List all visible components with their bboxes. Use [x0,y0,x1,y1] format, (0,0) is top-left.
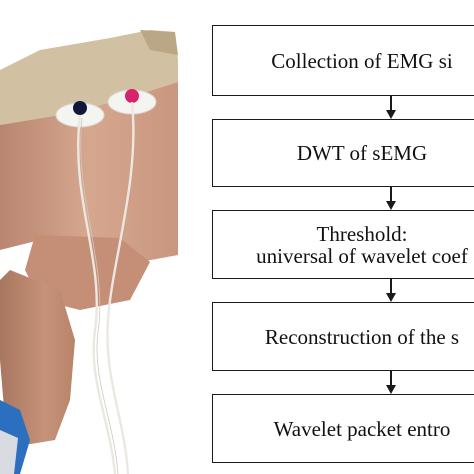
step-threshold: Threshold: universal of wavelet coef [212,210,474,279]
leg-electrode-photo [0,0,178,474]
step-reconstruction: Reconstruction of the s [212,302,474,371]
step-label: DWT of sEMG [296,141,428,165]
electrode-wire-1 [76,114,117,474]
step-collection-emg: Collection of EMG si [212,25,474,96]
electrode-wire-2 [106,101,135,474]
step-label: Wavelet packet entro [273,416,451,441]
step-label: Collection of EMG si [271,48,453,73]
electrode-snap-pink [125,89,139,103]
step-wavelet-packet-entropy: Wavelet packet entro [212,394,474,463]
flowchart: Collection of EMG si DWT of sEMG Thresho… [180,0,474,474]
step-dwt-semg: DWT of sEMG [212,119,474,187]
calf [0,270,75,445]
step-label-line2: universal of wavelet coef [256,243,468,268]
shorts [0,30,178,125]
step-label: Reconstruction of the s [264,324,460,349]
electrode-snap-dark [73,101,87,115]
step-label-line1: Threshold: [316,221,408,246]
